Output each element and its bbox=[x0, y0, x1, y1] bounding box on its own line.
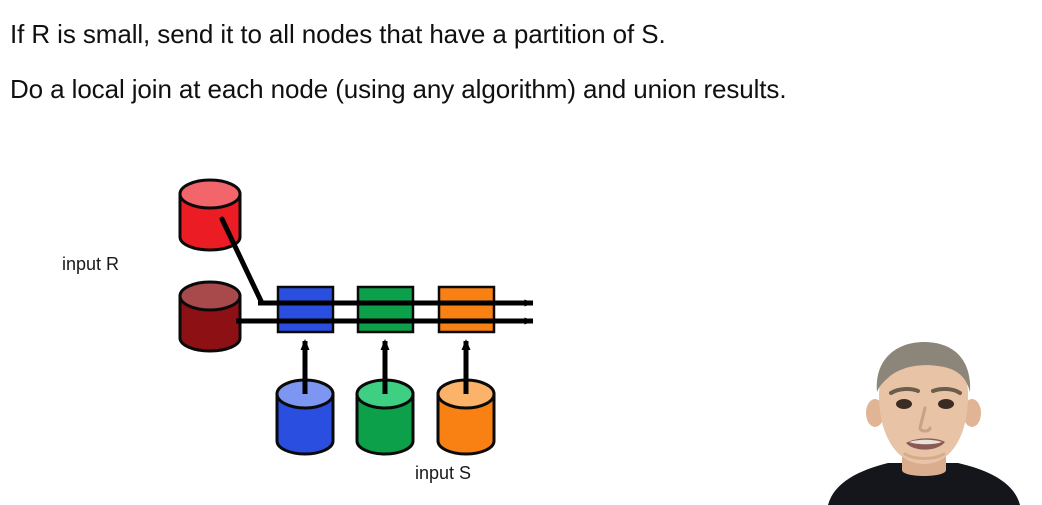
slide-text-line-2: Do a local join at each node (using any … bbox=[10, 74, 787, 104]
label-input-r: input R bbox=[62, 254, 120, 274]
node-box-green bbox=[356, 285, 415, 334]
presenter-eye-right bbox=[938, 399, 954, 409]
presenter-shirt bbox=[828, 463, 1020, 505]
presenter-hair bbox=[876, 342, 971, 392]
slide-text-line-1: If R is small, send it to all nodes that… bbox=[10, 19, 666, 49]
label-input-s: input S bbox=[415, 463, 472, 483]
presenter-teeth bbox=[909, 439, 942, 445]
presenter-nose bbox=[918, 406, 932, 433]
node-box-blue bbox=[276, 285, 335, 334]
broadcast-line-from-r bbox=[219, 216, 264, 304]
input-r-cylinder-dark bbox=[178, 280, 242, 353]
input-r-cylinder-bright bbox=[178, 178, 242, 252]
presenter-video-frame bbox=[806, 330, 1042, 505]
presenter-brow-left bbox=[889, 386, 920, 395]
presenter-eye-left bbox=[896, 399, 912, 409]
presenter-chin-shadow bbox=[903, 452, 946, 460]
presenter-brow-right bbox=[931, 386, 962, 395]
presenter-face bbox=[879, 347, 968, 464]
presenter-webcam-video[interactable] bbox=[806, 330, 1042, 505]
node-box-orange bbox=[437, 285, 496, 334]
